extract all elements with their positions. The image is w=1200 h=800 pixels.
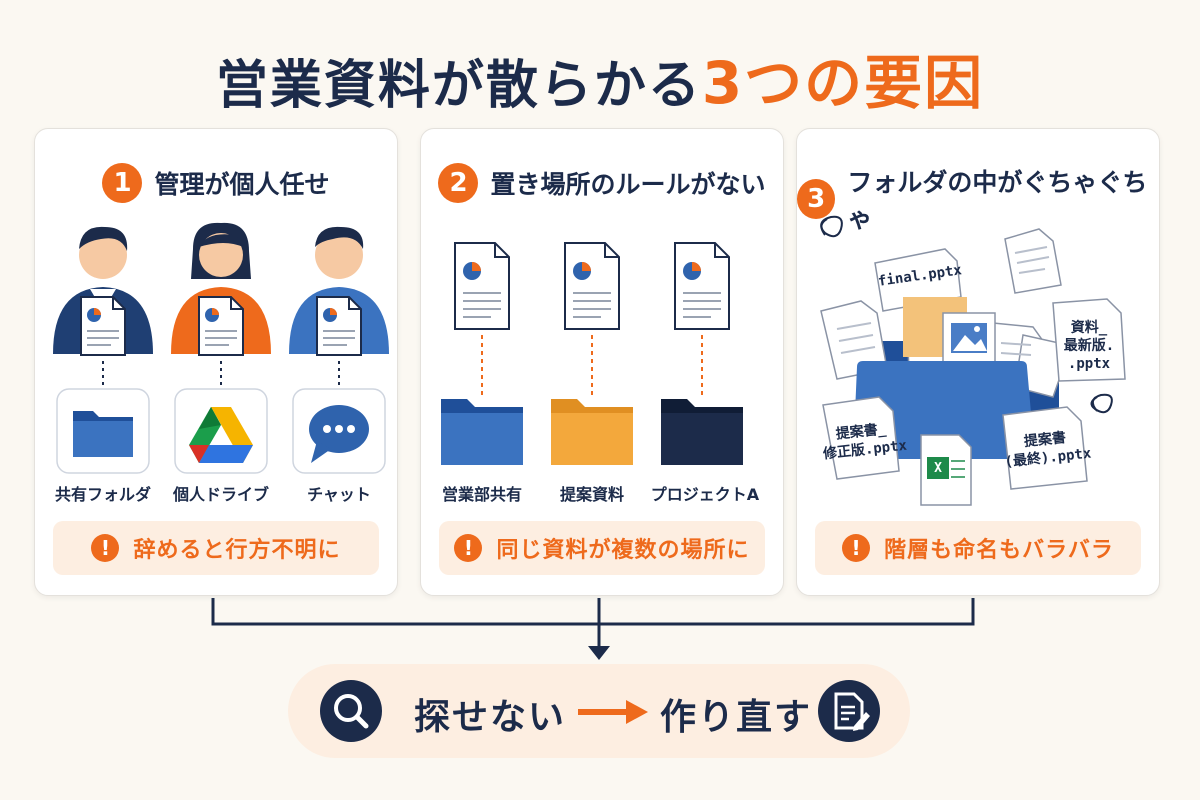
- excel-letter: X: [934, 461, 942, 476]
- result-banner: 探せない 作り直す: [288, 664, 910, 758]
- label-personal-drive: 個人ドライブ: [172, 485, 269, 504]
- card-title: 管理が個人任せ: [154, 170, 330, 199]
- folder-icon: [551, 399, 633, 465]
- folder-icon: [661, 399, 743, 465]
- title-accent: 3つの要因: [701, 49, 985, 117]
- cause-card-2: 2 置き場所のルールがない: [420, 128, 784, 596]
- folder-icon: [441, 399, 523, 465]
- file-shiryo-2: 最新版.: [1063, 338, 1115, 354]
- edit-document-icon: [818, 680, 880, 742]
- card-title: 置き場所のルールがない: [490, 170, 766, 199]
- file-shiryo-1: 資料_: [1070, 320, 1108, 336]
- label-project-a: プロジェクトA: [650, 485, 760, 504]
- warning-box: ! 階層も命名もバラバラ: [815, 521, 1141, 575]
- person-icon: [171, 222, 271, 356]
- arrow-right-icon: [578, 700, 648, 724]
- cause-card-3: 3 フォルダの中がぐちゃぐちゃ: [796, 128, 1160, 596]
- title-main: 営業資料が散らかる: [215, 56, 702, 116]
- warning-box: ! 同じ資料が複数の場所に: [439, 521, 765, 575]
- chat-bubble-icon: [309, 405, 369, 463]
- page-title: 営業資料が散らかる3つの要因: [0, 36, 1200, 120]
- person-icon: [289, 226, 389, 356]
- card-2-illustration: [441, 242, 743, 465]
- warning-text: 同じ資料が複数の場所に: [496, 538, 750, 563]
- card-header: 1 管理が個人任せ: [35, 163, 397, 203]
- label-chat: チャット: [307, 485, 371, 504]
- result-cannot-find: 探せない: [414, 697, 567, 738]
- card-number: 1: [102, 163, 143, 203]
- folder-icon: [73, 411, 133, 457]
- warning-icon: !: [91, 534, 120, 562]
- label-shared-folder: 共有フォルダ: [54, 485, 151, 504]
- card-3-illustration: [820, 215, 1126, 506]
- image-icon: [942, 312, 996, 364]
- card-number: 2: [438, 163, 479, 203]
- warning-icon: !: [454, 534, 483, 562]
- cause-card-1: 1 管理が個人任せ: [34, 128, 398, 596]
- warning-text: 階層も命名もバラバラ: [884, 538, 1114, 563]
- warning-text: 辞めると行方不明に: [133, 538, 341, 563]
- label-proposal: 提案資料: [559, 485, 624, 504]
- result-recreate: 作り直す: [660, 697, 813, 738]
- warning-box: ! 辞めると行方不明に: [53, 521, 379, 575]
- label-sales-shared: 営業部共有: [441, 485, 522, 504]
- card-header: 3 フォルダの中がぐちゃぐちゃ: [797, 163, 1159, 235]
- search-icon: [320, 680, 382, 742]
- card-1-illustration: [53, 222, 389, 474]
- card-header: 2 置き場所のルールがない: [421, 163, 783, 203]
- google-drive-icon: [189, 407, 253, 463]
- card-title: フォルダの中がぐちゃぐちゃ: [847, 168, 1148, 233]
- warning-icon: !: [842, 534, 871, 562]
- excel-icon: [920, 434, 972, 506]
- card-number: 3: [797, 179, 836, 219]
- person-icon: [53, 226, 153, 356]
- file-shiryo-3: .pptx: [1067, 356, 1111, 372]
